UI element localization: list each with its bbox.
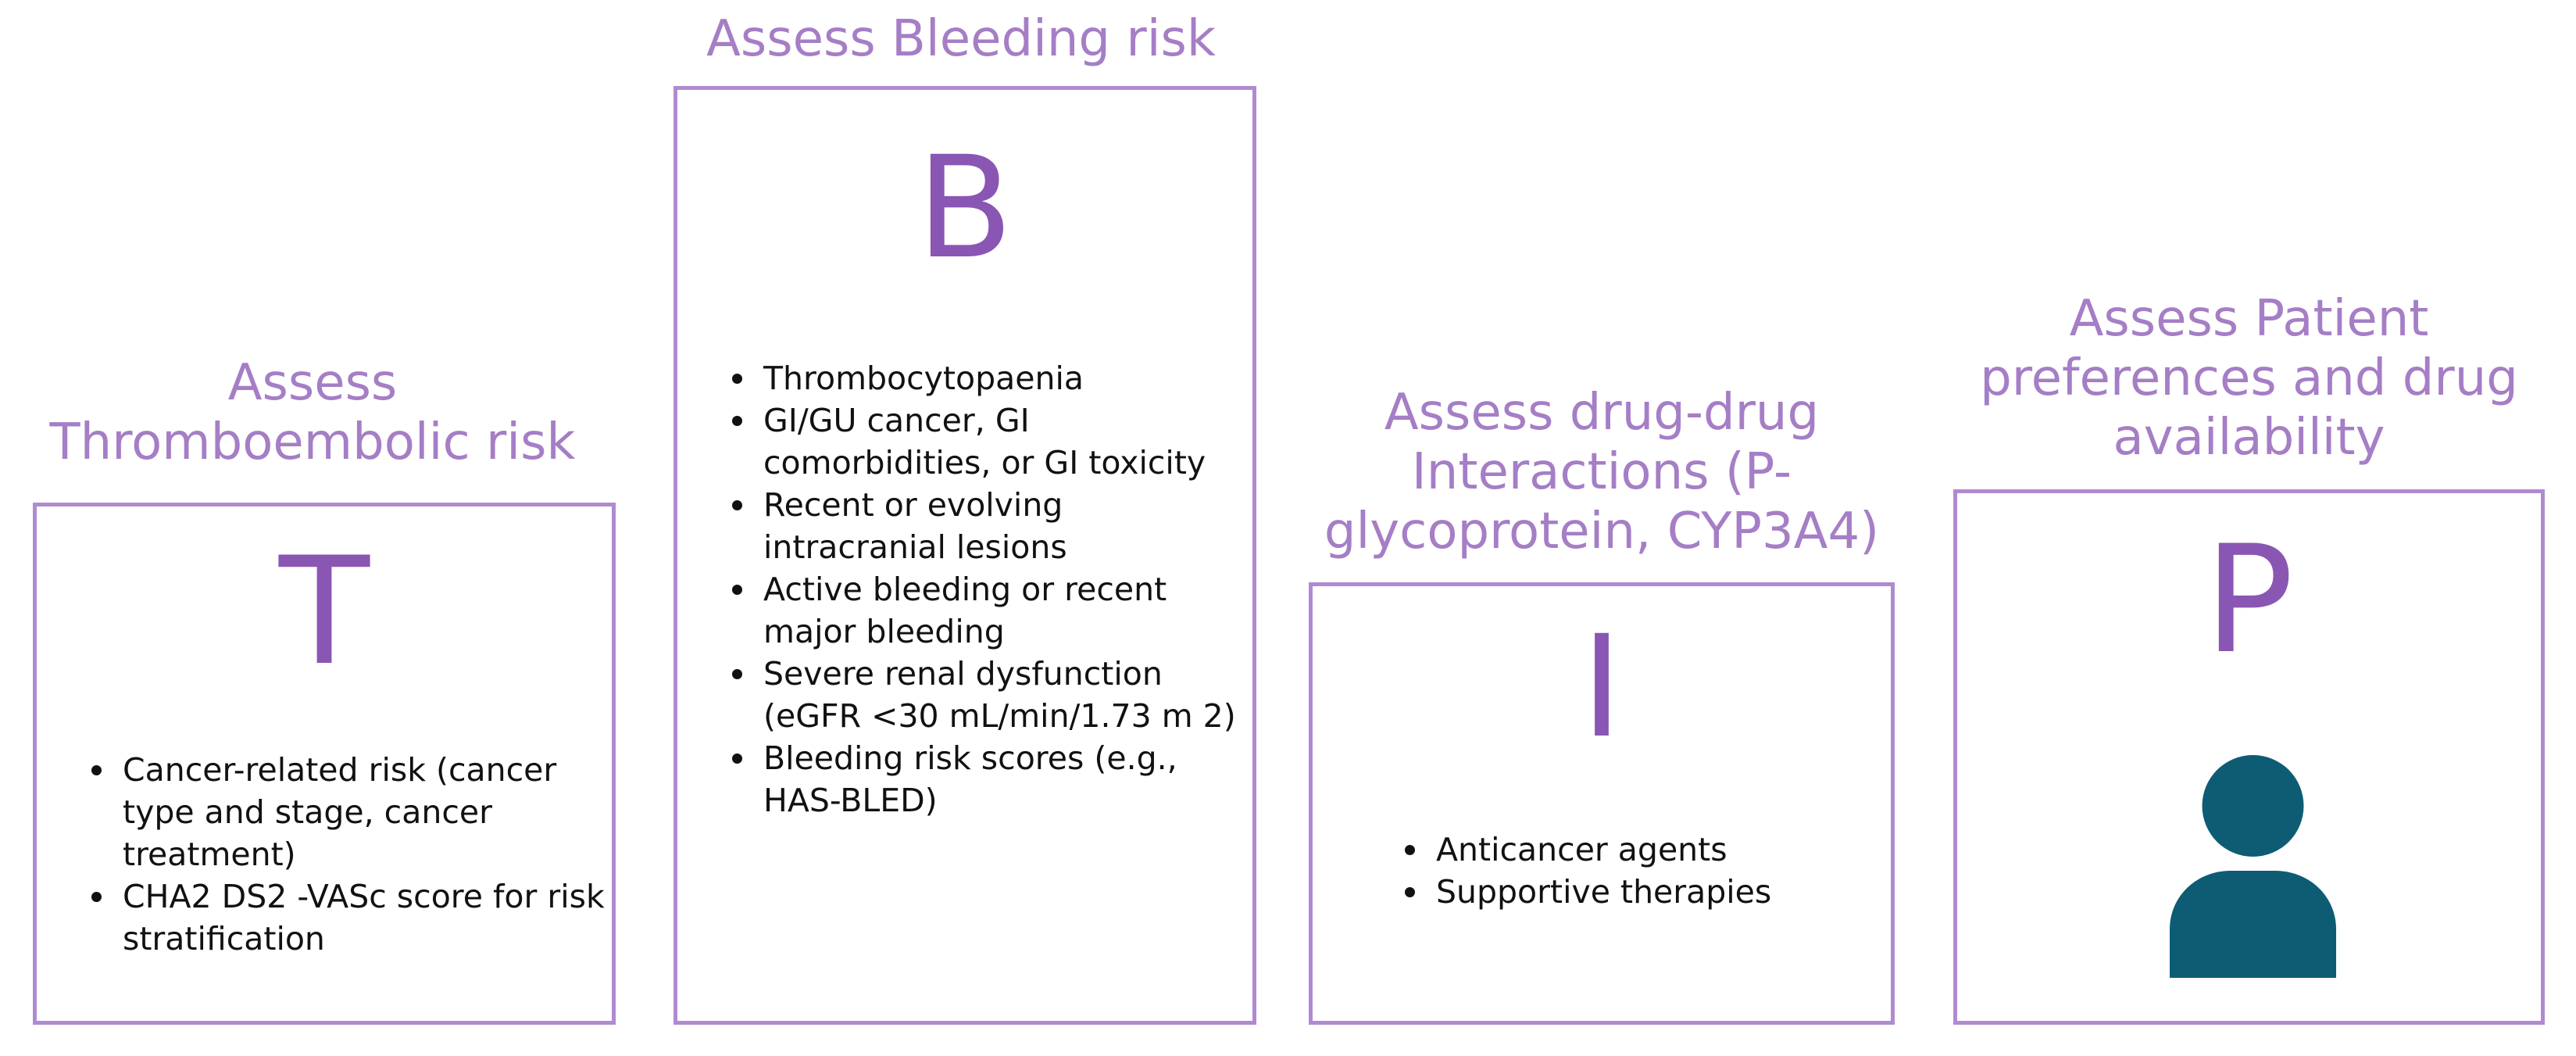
list-item: Thrombocytopaenia [732, 357, 1240, 399]
heading-line: Assess drug-drug [1384, 384, 1820, 442]
heading-line: Assess [227, 354, 398, 412]
panel-interactions: Assess drug-drug Interactions (P- glycop… [1281, 0, 1922, 1056]
box-patient: P [1953, 489, 2545, 1025]
heading-line: Assess Bleeding risk [706, 10, 1216, 68]
heading-line: Assess Patient [2069, 290, 2429, 348]
panel-bleeding: Assess Bleeding risk B Thrombocytopaenia… [641, 0, 1281, 1056]
points-thromboembolic: Cancer-related risk (cancer type and sta… [77, 749, 623, 960]
panel-patient: Assess Patient preferences and drug avai… [1922, 0, 2576, 1056]
list-item: Supportive therapies [1405, 871, 1874, 913]
list-item: Active bleeding or recent major bleeding [732, 568, 1240, 653]
heading-bleeding: Assess Bleeding risk [641, 9, 1281, 69]
list-item: CHA2 DS2 -VASc score for risk stratifica… [91, 875, 623, 960]
person-head [2202, 755, 2304, 857]
list-item: Recent or evolving intracranial lesions [732, 484, 1240, 568]
panel-thromboembolic: Assess Thromboembolic risk T Cancer-rela… [0, 0, 625, 1056]
letter-p: P [2204, 514, 2294, 686]
person-icon [2170, 755, 2336, 978]
list-item: Severe renal dysfunction (eGFR <30 mL/mi… [732, 653, 1240, 737]
list-item: GI/GU cancer, GI comorbidities, or GI to… [732, 399, 1240, 484]
box-interactions: I Anticancer agents Supportive therapies [1309, 582, 1895, 1025]
list-item: Cancer-related risk (cancer type and sta… [91, 749, 623, 875]
heading-line: glycoprotein, CYP3A4) [1324, 503, 1880, 560]
points-interactions: Anticancer agents Supportive therapies [1391, 829, 1874, 913]
points-bleeding: Thrombocytopaenia GI/GU cancer, GI comor… [718, 357, 1240, 822]
letter-i: I [1581, 606, 1623, 769]
list-item: Anticancer agents [1405, 829, 1874, 871]
letter-b: B [916, 127, 1013, 290]
heading-line: preferences and drug [1980, 349, 2518, 407]
heading-line: Interactions (P- [1411, 443, 1792, 501]
heading-patient: Assess Patient preferences and drug avai… [1922, 289, 2576, 467]
list-item: Bleeding risk scores (e.g., HAS-BLED) [732, 737, 1240, 822]
letter-t: T [278, 525, 370, 698]
heading-thromboembolic: Assess Thromboembolic risk [16, 353, 609, 472]
box-bleeding: B Thrombocytopaenia GI/GU cancer, GI com… [673, 86, 1256, 1025]
heading-line: Thromboembolic risk [49, 413, 576, 471]
person-body [2170, 871, 2336, 978]
heading-interactions: Assess drug-drug Interactions (P- glycop… [1281, 383, 1922, 561]
heading-line: availability [2113, 409, 2385, 467]
box-thromboembolic: T Cancer-related risk (cancer type and s… [33, 503, 616, 1025]
